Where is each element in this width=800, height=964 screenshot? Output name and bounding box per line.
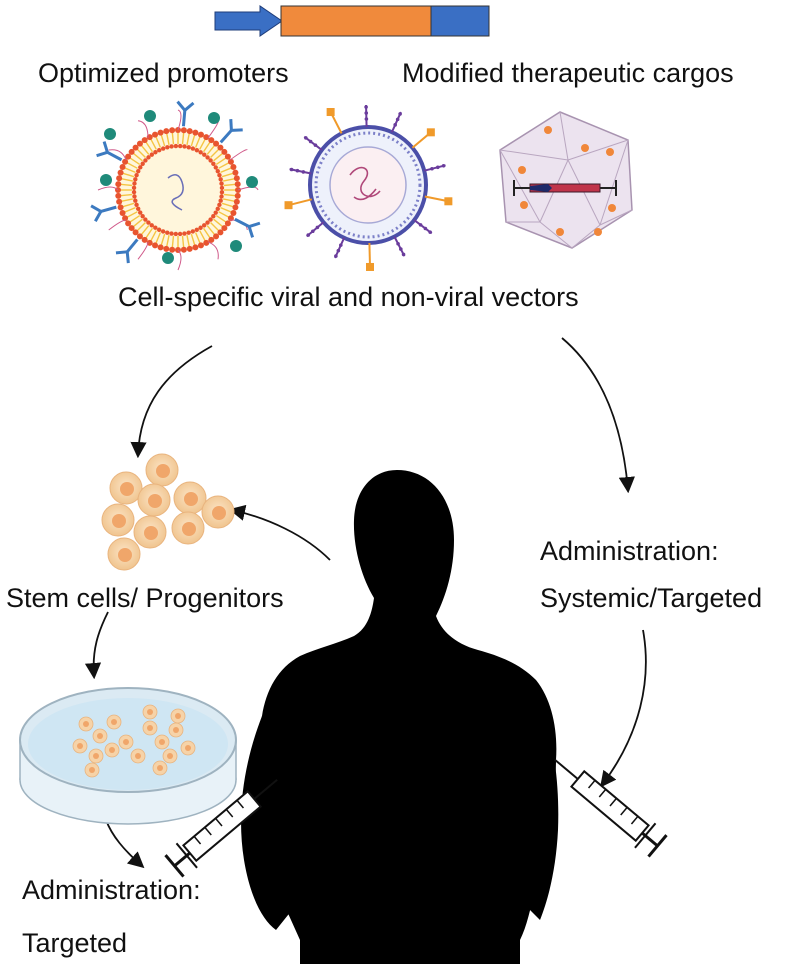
label-stem-cells: Stem cells/ Progenitors [6,583,284,613]
syringe-icon [164,778,278,878]
promoter-arrow [214,5,283,37]
label-admin-targeted-line2: Targeted [22,928,128,958]
label-admin-targeted-line1: Administration: [22,875,201,905]
arrow-vectors-to-systemic [561,337,635,494]
petri-dish-icon [19,687,237,825]
label-admin-systemic-line1: Administration: [540,536,719,566]
label-modified-cargos: Modified therapeutic cargos [402,58,734,88]
arrow-dish-to-admin-targeted [105,819,145,869]
arrow-human-to-cells [228,504,331,561]
label-optimized-promoters: Optimized promoters [38,58,289,88]
arrow-vectors-to-cells [130,345,213,459]
label-vectors: Cell-specific viral and non-viral vector… [118,282,579,312]
arrow-cells-to-dish [84,611,109,680]
aav-capsid-icon [499,111,633,249]
arrow-systemic-to-syringe [600,629,647,788]
stem-cell-cluster-icon [101,453,235,571]
tail-segment [430,5,490,37]
expression-construct [214,5,490,37]
human-silhouette-icon [241,470,559,964]
syringe-icon [554,758,668,858]
lipid-nanoparticle-icon [90,100,261,271]
label-admin-systemic-line2: Systemic/Targeted [540,583,763,613]
cargo-segment [280,5,432,37]
enveloped-virus-icon [284,104,453,271]
